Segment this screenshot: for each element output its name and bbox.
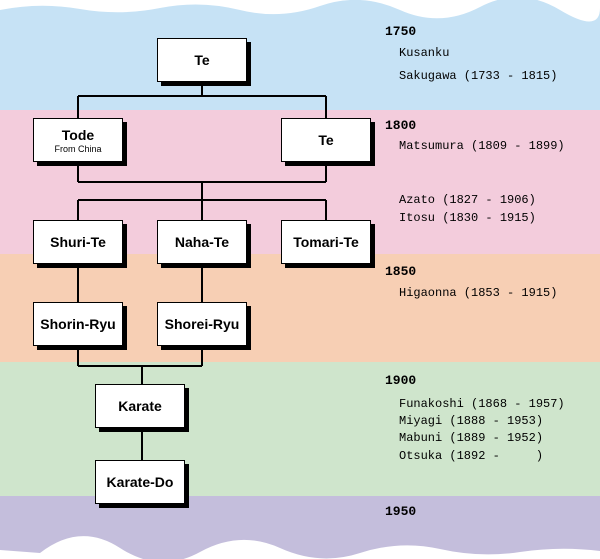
master-itosu: Itosu (1830 - 1915) <box>399 211 536 225</box>
year-1850: 1850 <box>385 264 417 279</box>
master-miyagi: Miyagi (1888 - 1953) <box>399 414 544 428</box>
year-1750: 1750 <box>385 24 417 39</box>
node-label: Karate <box>118 398 162 414</box>
node-label: Te <box>318 132 334 148</box>
master-azato: Azato (1827 - 1906) <box>399 193 536 207</box>
node-label: Karate-Do <box>106 474 174 490</box>
node-sublabel: From China <box>54 143 102 154</box>
year-1900: 1900 <box>385 373 417 388</box>
master-otsuka: Otsuka (1892 - ) <box>399 449 544 463</box>
year-1950: 1950 <box>385 504 417 519</box>
node-shorin-ryu: Shorin-Ryu <box>33 302 123 346</box>
node-label: Te <box>194 52 210 68</box>
master-higaonna: Higaonna (1853 - 1915) <box>399 286 558 300</box>
node-shorei-ryu: Shorei-Ryu <box>157 302 247 346</box>
node-label: Shuri-Te <box>50 234 106 250</box>
master-sakugawa: Sakugawa (1733 - 1815) <box>399 69 558 83</box>
node-label: Shorin-Ryu <box>40 316 116 332</box>
node-tode: Tode From China <box>33 118 123 162</box>
band-1750 <box>0 0 600 110</box>
node-tomari-te: Tomari-Te <box>281 220 371 264</box>
node-naha-te: Naha-Te <box>157 220 247 264</box>
node-label: Tode <box>61 126 95 143</box>
master-mabuni: Mabuni (1889 - 1952) <box>399 431 544 445</box>
node-label: Shorei-Ryu <box>164 316 240 332</box>
master-matsumura: Matsumura (1809 - 1899) <box>399 139 565 153</box>
master-kusanku: Kusanku <box>399 46 450 60</box>
node-karate: Karate <box>95 384 185 428</box>
node-label: Tomari-Te <box>293 234 359 250</box>
node-shuri-te: Shuri-Te <box>33 220 123 264</box>
node-te-root: Te <box>157 38 247 82</box>
master-funakoshi: Funakoshi (1868 - 1957) <box>399 397 565 411</box>
node-label: Naha-Te <box>174 234 230 250</box>
year-1800: 1800 <box>385 118 417 133</box>
band-1950 <box>0 496 600 559</box>
node-karate-do: Karate-Do <box>95 460 185 504</box>
node-te-second: Te <box>281 118 371 162</box>
